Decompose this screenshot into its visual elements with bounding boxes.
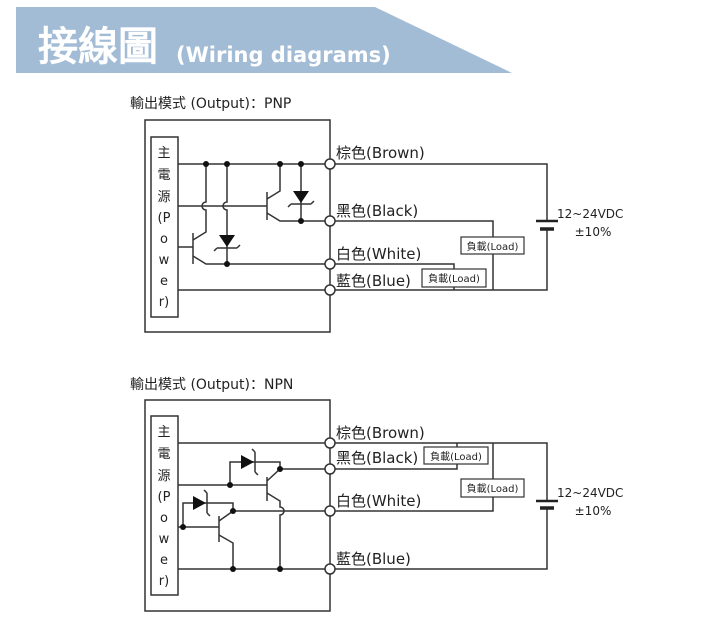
svg-text:源: 源 <box>157 190 170 205</box>
supply-tolerance: ±10% <box>575 504 612 518</box>
svg-text:o: o <box>160 232 168 247</box>
svg-text:電: 電 <box>157 447 170 462</box>
svg-text:負載(Load): 負載(Load) <box>467 241 519 253</box>
sensor-housing <box>144 119 331 333</box>
diode-icon <box>241 455 254 469</box>
pnp-internal-circuit <box>178 161 330 291</box>
svg-text:負載(Load): 負載(Load) <box>428 273 480 285</box>
wire-blue-label: 藍色(Blue) <box>336 272 411 290</box>
power-block <box>150 415 179 596</box>
wire-black-label: 黑色(Black) <box>336 449 418 467</box>
wire-white-label: 白色(White) <box>336 245 421 263</box>
svg-text:主: 主 <box>157 146 170 161</box>
power-label: 主 電 源 (P o w e r) <box>157 146 170 310</box>
wire-black-label: 黑色(Black) <box>336 202 418 220</box>
svg-text:w: w <box>159 253 170 268</box>
supply-voltage: 12~24VDC <box>557 486 623 500</box>
svg-text:r): r) <box>159 574 169 589</box>
svg-text:(P: (P <box>158 211 171 226</box>
svg-text:電: 電 <box>157 168 170 183</box>
wire-white-label: 白色(White) <box>336 492 421 510</box>
supply-tolerance: ±10% <box>575 225 612 239</box>
npn-title: 輸出模式 (Output)：NPN <box>130 377 293 393</box>
pnp-title: 輸出模式 (Output)：PNP <box>130 96 291 112</box>
svg-text:e: e <box>160 274 168 289</box>
header-title-en: (Wiring diagrams) <box>176 43 391 67</box>
pnp-external-circuit: 負載(Load) 負載(Load) 12~24VDC ±10% <box>330 163 623 291</box>
svg-text:主: 主 <box>157 425 170 440</box>
sensor-housing <box>144 399 331 612</box>
supply-voltage: 12~24VDC <box>557 207 623 221</box>
load-box: 負載(Load) <box>423 446 489 465</box>
svg-text:源: 源 <box>157 469 170 484</box>
power-label: 主 電 源 (P o w e r) <box>157 425 170 589</box>
svg-text:負載(Load): 負載(Load) <box>467 483 519 495</box>
terminals <box>324 437 336 575</box>
zener-diode-icon <box>219 235 235 247</box>
wire-blue-label: 藍色(Blue) <box>336 550 411 568</box>
load-box: 負載(Load) <box>460 478 525 498</box>
wire-labels: 棕色(Brown) 黑色(Black) 白色(White) 藍色(Blue) <box>336 144 425 290</box>
load-box: 負載(Load) <box>460 236 525 255</box>
svg-text:r): r) <box>159 295 169 310</box>
wire-brown-label: 棕色(Brown) <box>336 144 425 162</box>
wire-brown-label: 棕色(Brown) <box>336 424 425 442</box>
npn-internal-circuit <box>178 442 330 572</box>
header-title-cjk: 接線圖 <box>38 24 158 70</box>
power-block <box>150 136 179 318</box>
npn-diagram: 輸出模式 (Output)：NPN 主 電 源 (P o w e r) <box>130 377 623 612</box>
zener-diode-icon <box>293 191 309 203</box>
npn-external-circuit: 負載(Load) 負載(Load) 12~24VDC ±10% <box>330 442 623 570</box>
wire-labels: 棕色(Brown) 黑色(Black) 白色(White) 藍色(Blue) <box>336 424 425 568</box>
svg-text:e: e <box>160 553 168 568</box>
load-box: 負載(Load) <box>421 268 487 288</box>
svg-text:w: w <box>159 532 170 547</box>
svg-text:負載(Load): 負載(Load) <box>430 451 482 463</box>
svg-text:o: o <box>160 511 168 526</box>
svg-text:(P: (P <box>158 490 171 505</box>
header-banner: 接線圖 (Wiring diagrams) <box>16 7 512 73</box>
pnp-diagram: 輸出模式 (Output)：PNP 主 電 源 (P o w e r) <box>130 96 623 333</box>
terminals <box>324 158 336 296</box>
diode-icon <box>193 496 206 510</box>
